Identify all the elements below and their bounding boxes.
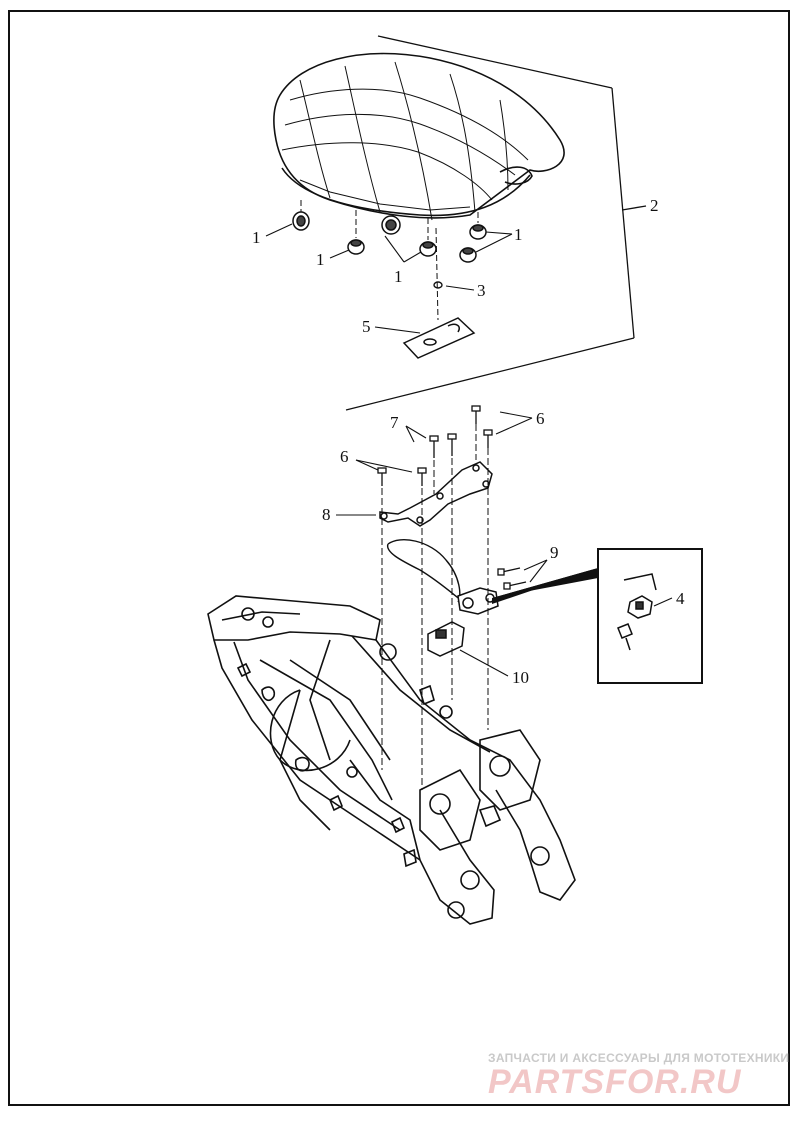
lock-cylinder xyxy=(617,573,657,651)
washer xyxy=(433,281,443,289)
leader-lines-seat xyxy=(265,223,513,334)
bolt xyxy=(417,467,427,486)
motorcycle-frame xyxy=(207,595,576,925)
bolt xyxy=(447,433,457,456)
watermark-tagline: ЗАПЧАСТИ И АКСЕССУАРЫ ДЛЯ МОТОТЕХНИКИ xyxy=(488,1051,790,1065)
bolt xyxy=(483,429,493,448)
page-frame xyxy=(8,10,790,1106)
seat-release-cable xyxy=(386,539,467,605)
bolt xyxy=(471,405,481,424)
seat-alignment-lines xyxy=(300,200,479,321)
callout-7: 7 xyxy=(390,413,399,432)
callout-1c: 1 xyxy=(394,267,403,286)
grommet xyxy=(469,224,487,240)
grommet xyxy=(459,247,477,263)
callout-1d: 1 xyxy=(514,225,523,244)
leader-lines-hardware xyxy=(336,411,548,677)
bolt xyxy=(377,467,387,486)
callout-1a: 1 xyxy=(252,228,261,247)
callout-6a: 6 xyxy=(536,409,545,428)
seat-grommets xyxy=(292,211,487,263)
latch-screws xyxy=(497,567,527,590)
bolts xyxy=(377,405,493,486)
group-bracket-2 xyxy=(345,35,647,411)
callout-2: 2 xyxy=(650,196,659,215)
grommet xyxy=(292,211,310,231)
callout-8: 8 xyxy=(322,505,331,524)
callout-10: 10 xyxy=(512,668,529,687)
seat-latch-plate xyxy=(402,317,476,359)
frame-alignment-lines xyxy=(381,424,489,790)
grommet xyxy=(419,241,437,257)
callout-9: 9 xyxy=(550,543,559,562)
callout-3: 3 xyxy=(477,281,486,300)
watermark-logo-text: PARTSFOR.RU xyxy=(488,1063,742,1101)
grommet xyxy=(381,215,401,235)
leader-line-4 xyxy=(653,597,673,607)
callout-4: 4 xyxy=(676,589,685,608)
callout-5: 5 xyxy=(362,317,371,336)
bolt xyxy=(429,435,439,458)
seat-mounting-bracket xyxy=(379,461,493,527)
inset-detail xyxy=(492,548,703,684)
latch-housing xyxy=(427,621,465,657)
grommet xyxy=(347,239,365,255)
callout-1b: 1 xyxy=(316,250,325,269)
callout-6b: 6 xyxy=(340,447,349,466)
seat-assembly xyxy=(273,52,565,221)
